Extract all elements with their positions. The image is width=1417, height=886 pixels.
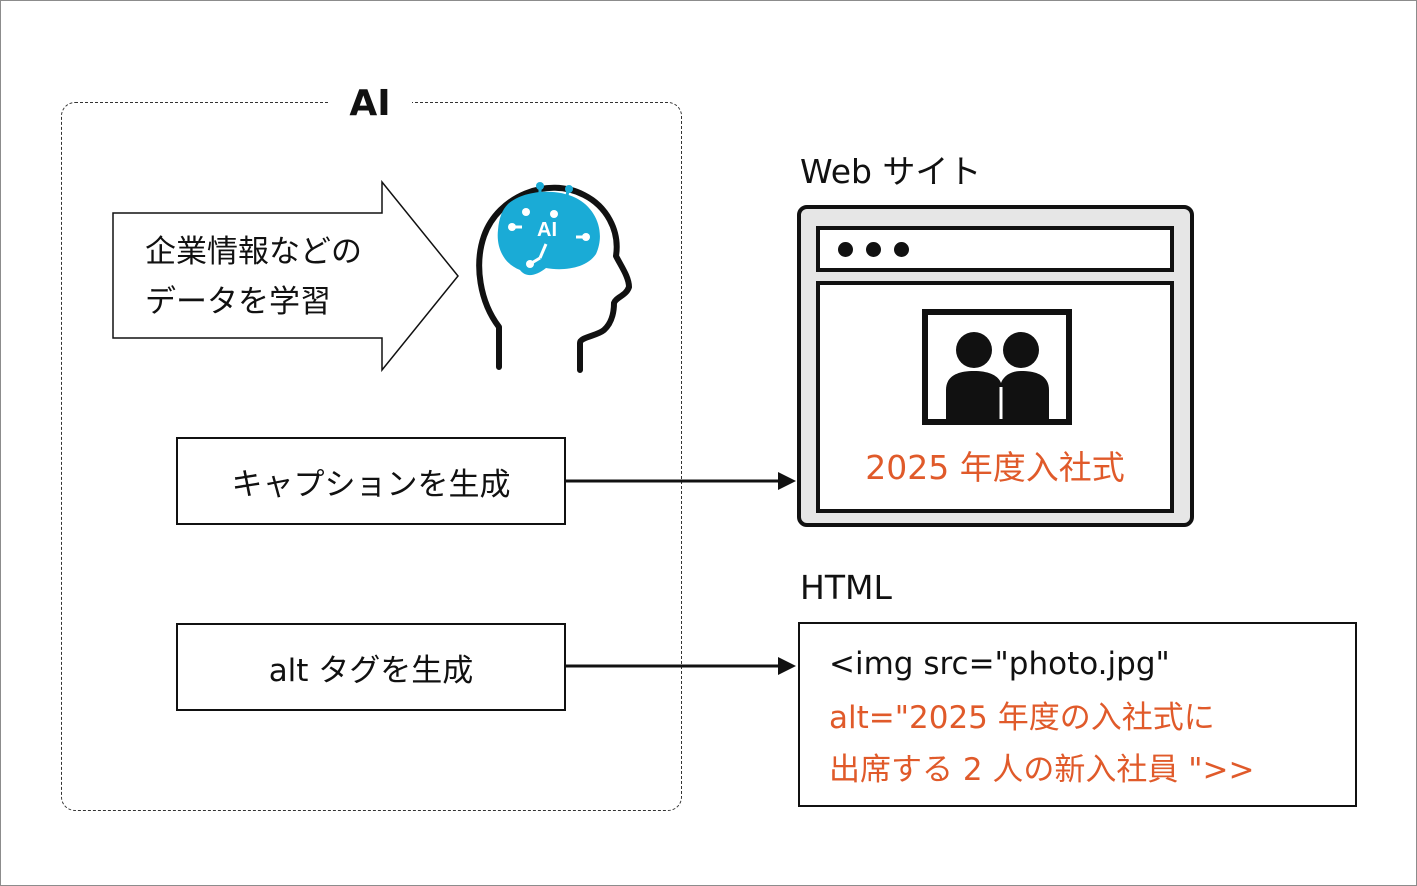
browser-address-bar (816, 226, 1174, 272)
generate-caption-label: キャプションを生成 (231, 466, 511, 503)
window-dot-icon (894, 242, 909, 257)
ai-group-label: AI (328, 84, 412, 124)
browser-content: 2025 年度入社式 (816, 281, 1174, 513)
photo-caption: 2025 年度入社式 (865, 448, 1125, 487)
photo-frame (922, 309, 1072, 425)
brain-ai-badge: AI (537, 219, 557, 241)
generate-alt-box: alt タグを生成 (176, 623, 566, 711)
generate-alt-label: alt タグを生成 (268, 652, 474, 689)
two-people-icon (946, 332, 1049, 419)
code-line-img: <img src="photo.jpg" (829, 646, 1170, 682)
website-title: Web サイト (800, 152, 982, 191)
learn-block-arrow (112, 179, 459, 373)
window-dot-icon (866, 242, 881, 257)
learn-arrow-text: 企業情報などの データを学習 (145, 234, 362, 320)
code-line-alt: alt="2025 年度の入社式に (829, 700, 1215, 736)
html-code-box: <img src="photo.jpg" alt="2025 年度の入社式に 出… (798, 622, 1357, 807)
html-title: HTML (800, 568, 892, 607)
browser-window: 2025 年度入社式 (797, 205, 1194, 527)
code-line-alt-cont: 出席する 2 人の新入社員 ">> (829, 752, 1255, 788)
ai-brain-head-icon: AI (476, 182, 632, 373)
generate-caption-box: キャプションを生成 (176, 437, 566, 525)
window-dot-icon (838, 242, 853, 257)
